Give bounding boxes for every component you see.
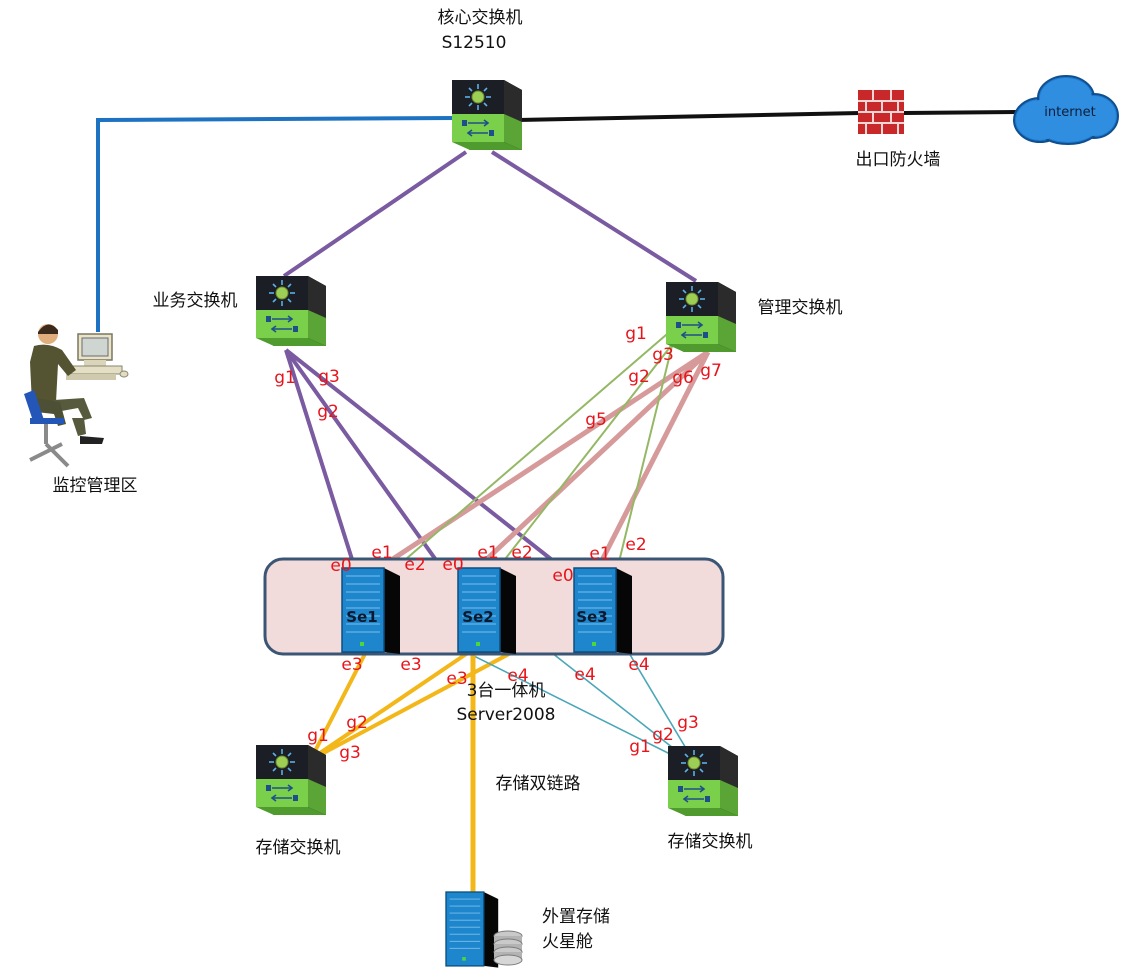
port-label: g1 [625, 324, 647, 344]
port-label: g1 [629, 737, 651, 757]
link-mgmt-g7-se3-e1 [593, 350, 711, 574]
server-se3-tag: Se3 [576, 608, 607, 626]
port-label: e2 [511, 543, 532, 563]
port-label: e1 [371, 543, 392, 563]
link-layer [96, 110, 1019, 896]
link-business-g3-se3-e0 [284, 348, 582, 584]
internet-label: internet [1044, 105, 1095, 120]
storage-link-label: 存储双链路 [496, 774, 581, 794]
port-label: e0 [552, 566, 573, 586]
business-switch-label: 业务交换机 [153, 291, 238, 311]
operator-workstation-icon[interactable] [24, 324, 129, 468]
port-label: g5 [585, 410, 607, 430]
port-label: e0 [442, 555, 463, 575]
link-se3-e4-storage-right [625, 647, 691, 756]
monitor-label: 监控管理区 [53, 476, 138, 496]
port-label: g3 [677, 713, 699, 733]
storage-switch-right-label: 存储交换机 [668, 832, 753, 852]
cluster-title: 3台一体机 [467, 681, 546, 701]
link-monitor-core [96, 116, 457, 332]
port-label: g3 [339, 743, 361, 763]
port-label: g2 [346, 713, 368, 733]
storage-switch-right[interactable] [667, 745, 739, 817]
port-label: g2 [652, 725, 674, 745]
disk-stack [493, 930, 523, 966]
link-business-g1-se1-e0 [284, 349, 358, 573]
cloud-icon[interactable]: internet [1013, 75, 1119, 145]
port-label: e4 [507, 666, 528, 686]
core-switch-title: 核心交换机 [438, 8, 523, 28]
link-mgmt-g6-se2-e1 [470, 350, 710, 575]
port-label: e1 [589, 544, 610, 564]
port-label: e4 [574, 665, 595, 685]
link-core-business [282, 150, 468, 278]
core-switch[interactable] [451, 79, 523, 151]
mgmt-switch[interactable] [665, 281, 737, 353]
server-se2-tag: Se2 [462, 608, 493, 626]
link-se2-e3-storage-left [312, 644, 480, 759]
port-label: e3 [400, 655, 421, 675]
server-se1-tag: Se1 [346, 608, 377, 626]
external-storage-label-line1: 外置存储 [542, 907, 610, 927]
link-mgmt-g5-se1-e1 [374, 349, 710, 573]
port-label: e2 [404, 555, 425, 575]
port-label: g2 [317, 402, 339, 422]
port-label: e3 [341, 655, 362, 675]
link-business-g2-se2-e0 [284, 348, 448, 576]
storage-server-icon[interactable] [445, 891, 523, 969]
mgmt-switch-label: 管理交换机 [758, 298, 843, 318]
link-mgmt-g2-se2-e2 [477, 323, 689, 595]
port-label: g3 [318, 367, 340, 387]
cluster-os: Server2008 [456, 705, 555, 725]
link-mgmt-g3-se3-e2 [615, 345, 673, 575]
link-core-firewall [517, 111, 861, 122]
port-label: g3 [652, 345, 674, 365]
port-label: e4 [628, 655, 649, 675]
port-label: e3 [446, 669, 467, 689]
core-switch-model: S12510 [442, 33, 507, 53]
link-firewall-internet [903, 110, 1019, 115]
link-core-mgmt [490, 150, 698, 283]
external-storage-label-line2: 火星舱 [542, 932, 593, 952]
link-mgmt-g1-se1-e2 [369, 315, 689, 591]
storage-switch-left[interactable] [255, 744, 327, 816]
port-label: e0 [330, 556, 351, 576]
port-label: g7 [700, 361, 722, 381]
business-switch[interactable] [255, 275, 327, 347]
port-label: g6 [672, 368, 694, 388]
port-label: e2 [625, 535, 646, 555]
port-label: g2 [628, 367, 650, 387]
firewall-label: 出口防火墙 [856, 150, 941, 170]
port-label: e1 [477, 543, 498, 563]
firewall-icon[interactable] [858, 90, 904, 134]
link-se1-e3-storage-left [310, 647, 370, 758]
port-label: g1 [307, 726, 329, 746]
storage-switch-left-label: 存储交换机 [256, 838, 341, 858]
port-labels: g1 g3 g2 g1 g3 g2 g6 g7 g5 e0 e1 e2 e0 e… [274, 324, 722, 763]
port-label: g1 [274, 368, 296, 388]
